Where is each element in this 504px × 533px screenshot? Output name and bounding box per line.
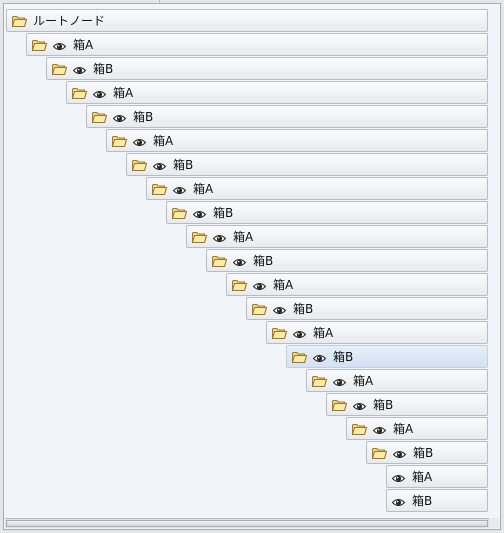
tree-node-label: 箱B <box>213 205 234 220</box>
tree-node[interactable]: 箱A <box>266 321 488 344</box>
folder-icon[interactable] <box>11 15 28 27</box>
tree-node-root[interactable]: ルートノード <box>6 9 488 32</box>
tree-node[interactable]: 箱A <box>346 417 488 440</box>
eye-icon[interactable] <box>232 256 247 266</box>
tree-node-label: 箱A <box>412 469 433 484</box>
tree-node-label: 箱B <box>253 253 274 268</box>
folder-icon[interactable] <box>51 63 68 75</box>
tree-node[interactable]: 箱A <box>146 177 488 200</box>
horizontal-scrollbar[interactable] <box>5 518 489 528</box>
tree-node[interactable]: 箱B <box>366 441 488 464</box>
folder-icon[interactable] <box>251 303 268 315</box>
tree-node-label: 箱B <box>173 157 194 172</box>
tree-node-label: 箱A <box>113 85 134 100</box>
folder-icon[interactable] <box>311 375 328 387</box>
scrollbar-corner <box>489 518 499 528</box>
tree-node[interactable]: 箱A <box>66 81 488 104</box>
folder-icon[interactable] <box>291 351 308 363</box>
tree-node-label: 箱B <box>333 349 354 364</box>
eye-icon[interactable] <box>391 496 406 506</box>
eye-icon[interactable] <box>52 40 67 50</box>
tree-node-label: ルートノード <box>33 13 106 28</box>
tree-node-label: 箱B <box>93 61 114 76</box>
folder-icon[interactable] <box>91 111 108 123</box>
eye-icon[interactable] <box>391 472 406 482</box>
eye-icon[interactable] <box>252 280 267 290</box>
tree-node[interactable]: 箱A <box>226 273 488 296</box>
tree-node-label: 箱B <box>413 445 434 460</box>
vertical-scrollbar-track[interactable] <box>489 5 499 519</box>
eye-icon[interactable] <box>272 304 287 314</box>
eye-icon[interactable] <box>352 400 367 410</box>
eye-icon[interactable] <box>212 232 227 242</box>
tree-node-label: 箱B <box>133 109 154 124</box>
folder-icon[interactable] <box>211 255 228 267</box>
eye-icon[interactable] <box>192 208 207 218</box>
tree-node-label: 箱B <box>412 493 433 508</box>
eye-icon[interactable] <box>312 352 327 362</box>
tree-node-label: 箱A <box>393 421 414 436</box>
tree-node-label: 箱B <box>373 397 394 412</box>
folder-icon[interactable] <box>231 279 248 291</box>
tree-node[interactable]: 箱A <box>106 129 488 152</box>
tree-node-label: 箱A <box>313 325 334 340</box>
tree-node[interactable]: 箱B <box>386 489 488 512</box>
eye-icon[interactable] <box>172 184 187 194</box>
eye-icon[interactable] <box>332 376 347 386</box>
folder-icon[interactable] <box>191 231 208 243</box>
tree-node[interactable]: 箱B <box>326 393 488 416</box>
folder-icon[interactable] <box>351 423 368 435</box>
tree-node-label: 箱A <box>273 277 294 292</box>
folder-icon[interactable] <box>111 135 128 147</box>
folder-icon[interactable] <box>31 39 48 51</box>
tree-node[interactable]: 箱B <box>206 249 488 272</box>
tree-node[interactable]: 箱A <box>306 369 488 392</box>
tree-node[interactable]: 箱A <box>186 225 488 248</box>
tree-node-label: 箱A <box>193 181 214 196</box>
tree-node[interactable]: 箱B <box>126 153 488 176</box>
tree-node[interactable]: 箱A <box>386 465 488 488</box>
folder-icon[interactable] <box>271 327 288 339</box>
eye-icon[interactable] <box>132 136 147 146</box>
eye-icon[interactable] <box>92 88 107 98</box>
tree-node[interactable]: 箱B <box>166 201 488 224</box>
eye-icon[interactable] <box>372 424 387 434</box>
tree-node-label: 箱A <box>73 37 94 52</box>
folder-icon[interactable] <box>171 207 188 219</box>
tree-node-label: 箱A <box>353 373 374 388</box>
tree-node[interactable]: 箱B <box>286 345 488 368</box>
folder-icon[interactable] <box>151 183 168 195</box>
tree-node[interactable]: 箱A <box>26 33 488 56</box>
header-divider <box>159 0 160 3</box>
tree-node-label: 箱A <box>233 229 254 244</box>
tree-node-label: 箱A <box>153 133 174 148</box>
horizontal-scrollbar-thumb[interactable] <box>6 520 488 527</box>
tree-node[interactable]: 箱B <box>86 105 488 128</box>
window-top-edge <box>0 0 504 3</box>
eye-icon[interactable] <box>292 328 307 338</box>
folder-icon[interactable] <box>131 159 148 171</box>
tree-node-label: 箱B <box>293 301 314 316</box>
folder-icon[interactable] <box>71 87 88 99</box>
folder-icon[interactable] <box>331 399 348 411</box>
tree-view[interactable]: ルートノード箱A 箱B 箱A 箱B 箱A 箱B 箱A 箱B 箱A 箱B 箱A 箱B 箱A 箱B 箱A 箱B 箱A… <box>3 3 501 530</box>
tree-node[interactable]: 箱B <box>46 57 488 80</box>
tree-node[interactable]: 箱B <box>246 297 488 320</box>
eye-icon[interactable] <box>392 448 407 458</box>
eye-icon[interactable] <box>152 160 167 170</box>
folder-icon[interactable] <box>371 447 388 459</box>
eye-icon[interactable] <box>112 112 127 122</box>
eye-icon[interactable] <box>72 64 87 74</box>
